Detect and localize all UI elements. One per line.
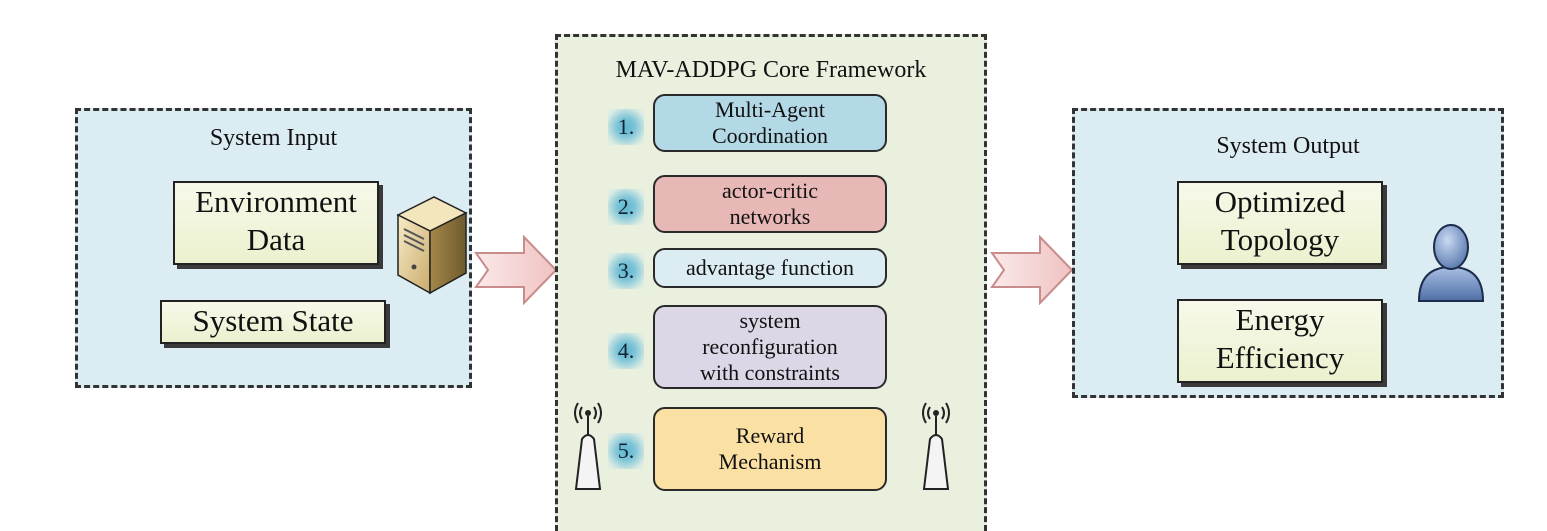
energy-efficiency-line-2: Efficiency xyxy=(1215,340,1345,375)
core-framework-title: MAV-ADDPG Core Framework xyxy=(615,57,927,83)
server-icon xyxy=(396,196,468,295)
step-1-line-2: Coordination xyxy=(711,123,829,148)
optimized-topology-box: Optimized Topology xyxy=(1177,181,1383,265)
environment-data-line-2: Data xyxy=(246,222,306,257)
step-3-line-1: advantage function xyxy=(686,255,854,280)
environment-data-line-1: Environment xyxy=(195,184,357,219)
step-advantage-function: advantage function xyxy=(653,248,887,288)
step-number-4: 4. xyxy=(608,333,644,369)
energy-efficiency-line-1: Energy xyxy=(1235,302,1325,337)
step-2-line-1: actor-critic xyxy=(721,178,819,203)
optimized-topology-line-1: Optimized xyxy=(1214,184,1346,219)
step-reward-mechanism: Reward Mechanism xyxy=(653,407,887,491)
input-to-core-arrow xyxy=(474,235,558,305)
antenna-tower-icon xyxy=(922,402,950,490)
step-1-line-1: Multi-Agent xyxy=(715,97,825,122)
optimized-topology-line-2: Topology xyxy=(1220,222,1340,257)
step-number-3: 3. xyxy=(608,253,644,289)
step-4-line-1: system xyxy=(739,308,801,333)
system-state-box: System State xyxy=(160,300,386,344)
step-5-line-1: Reward xyxy=(735,423,805,448)
step-number-2: 2. xyxy=(608,189,644,225)
system-input-panel: System Input Environment Data System Sta… xyxy=(75,108,472,388)
antenna-tower-icon xyxy=(574,402,602,490)
energy-efficiency-box: Energy Efficiency xyxy=(1177,299,1383,383)
core-framework-panel: MAV-ADDPG Core Framework 1. Multi-Agent … xyxy=(555,34,987,531)
step-actor-critic-networks: actor-critic networks xyxy=(653,175,887,233)
environment-data-box: Environment Data xyxy=(173,181,379,265)
step-4-line-3: with constraints xyxy=(700,360,840,385)
system-output-panel: System Output Optimized Topology Energy … xyxy=(1072,108,1504,398)
step-number-1: 1. xyxy=(608,109,644,145)
user-icon xyxy=(1417,224,1485,302)
system-input-title: System Input xyxy=(209,125,338,151)
step-number-5: 5. xyxy=(608,433,644,469)
core-to-output-arrow xyxy=(990,235,1074,305)
system-state-label: System State xyxy=(192,303,354,338)
step-system-reconfiguration: system reconfiguration with constraints xyxy=(653,305,887,389)
step-multi-agent-coordination: Multi-Agent Coordination xyxy=(653,94,887,152)
step-4-line-2: reconfiguration xyxy=(702,334,838,359)
step-5-line-2: Mechanism xyxy=(718,449,822,474)
system-output-title: System Output xyxy=(1216,133,1360,159)
step-2-line-2: networks xyxy=(729,204,811,229)
